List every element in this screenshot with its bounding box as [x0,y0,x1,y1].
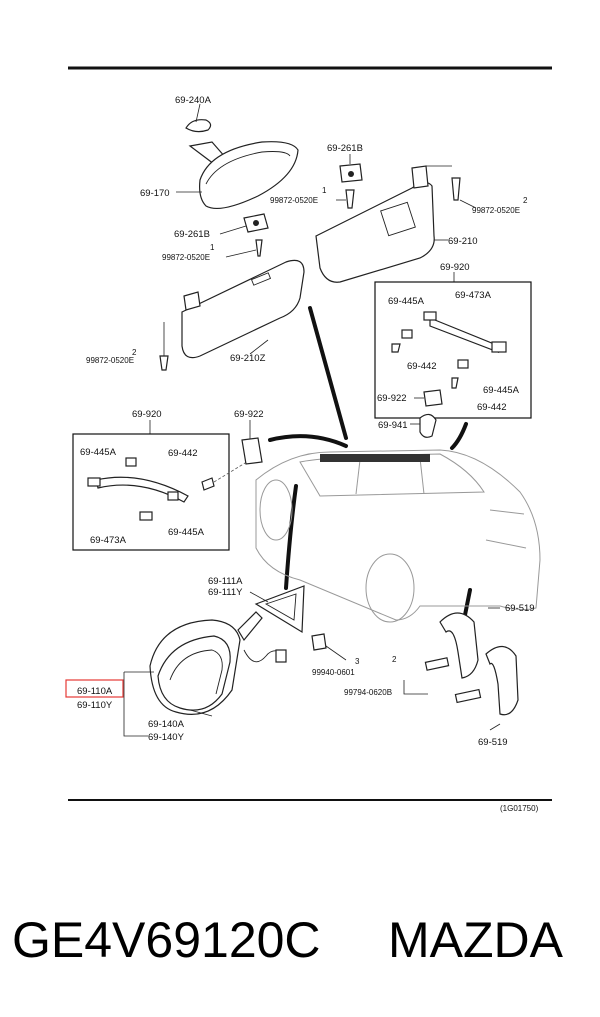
label-69-445a-l2: 69-445A [168,527,205,538]
door-check-straps [403,607,519,731]
qty-1-left: 1 [210,243,215,252]
part-number: GE4V69120C [12,912,321,968]
brand-name: MAZDA [388,912,563,968]
label-69-920-right: 69-920 [440,262,470,273]
label-69-111a: 69-111A [208,576,243,587]
label-69-261b-left: 69-261B [174,229,210,240]
label-69-519-top: 69-519 [505,603,535,614]
label-69-442-left: 69-442 [168,448,198,459]
label-99940: 99940-0601 [312,668,355,677]
label-69-140a: 69-140A [148,719,185,730]
label-69-445a-r2: 69-445A [483,385,520,396]
label-99872-right: 99872-0520E [472,206,520,215]
car-illustration [255,449,541,623]
grab-handle-right [391,311,507,389]
label-69-110y: 69-110Y [77,700,113,711]
rear-view-mirror-group [176,103,299,209]
label-69-111y: 69-111Y [208,587,243,598]
grab-handle-box-left [72,433,230,551]
label-69-922-right: 69-922 [377,393,407,404]
label-69-442-r2: 69-442 [477,402,507,413]
visor-clip-left [219,213,269,258]
label-69-445a-r1: 69-445A [388,296,425,307]
label-99872-bottom: 99872-0520E [86,356,134,365]
label-69-261b-top: 69-261B [327,143,363,154]
qty-1-top: 1 [322,186,327,195]
qty-2-left: 2 [132,348,137,357]
label-69-140y: 69-140Y [148,732,185,743]
qty-2-right: 2 [523,196,528,205]
highlight-box [65,679,124,698]
label-99794: 99794-0620B [344,688,392,697]
grab-handle-left [87,457,215,521]
qty-3: 3 [355,657,360,666]
mirror-garnish [249,585,347,661]
visor-clip-right [336,154,363,209]
label-69-922-left: 69-922 [234,409,264,420]
label-69-519-bottom: 69-519 [478,737,508,748]
label-69-210z: 69-210Z [230,353,266,364]
label-99872-left: 99872-0520E [162,253,210,262]
assist-grip-clip [419,413,437,438]
parts-diagram: 69-240A 69-170 69-261B 1 99872-0520E 69-… [65,66,552,813]
label-69-445a-l1: 69-445A [80,447,117,458]
label-69-473a-left: 69-473A [90,535,127,546]
caption: GE4V69120C MAZDA [0,900,600,980]
label-69-170: 69-170 [140,188,170,199]
label-69-210: 69-210 [448,236,478,247]
label-69-442-r1: 69-442 [407,361,437,372]
sun-visor-left [159,259,305,371]
coat-hook-right [423,389,443,407]
diagram-reference: (1G01750) [500,804,539,813]
label-69-473a-right: 69-473A [455,290,492,301]
door-mirror [149,611,287,715]
sun-visor-right [315,165,477,283]
label-69-110a: 69-110A [77,686,113,697]
qty-2-bolt: 2 [392,655,397,664]
label-69-941: 69-941 [378,420,408,431]
coat-hook-left [241,437,263,465]
label-69-920-left: 69-920 [132,409,162,420]
label-69-240a: 69-240A [175,95,212,106]
label-99872-top: 99872-0520E [270,196,318,205]
